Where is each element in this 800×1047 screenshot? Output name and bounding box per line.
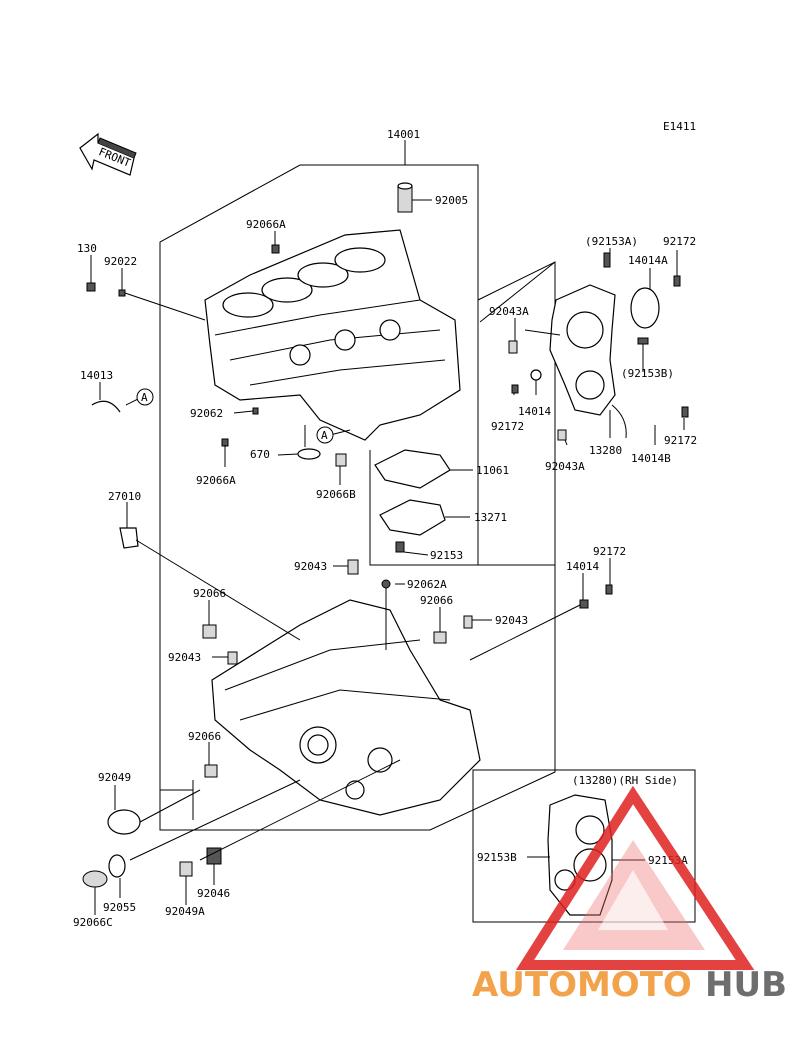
front-arrow-icon: FRONT — [79, 132, 137, 176]
part-label: 92172 — [664, 434, 697, 447]
watermark-logo — [515, 785, 755, 970]
part-label: 14014A — [628, 254, 668, 267]
part-label: 92022 — [104, 255, 137, 268]
svg-text:A: A — [321, 429, 328, 442]
part-label: 92043A — [545, 460, 585, 473]
breather-cover — [374, 449, 451, 553]
part-label: (92153A) — [585, 235, 638, 248]
watermark-part1: AUTOMOTO — [472, 965, 692, 1005]
upper-crankcase — [204, 229, 461, 441]
part-label: 92066 — [420, 594, 453, 607]
part-label: 92062A — [407, 578, 447, 591]
part-label: 92066 — [188, 730, 221, 743]
svg-text:A: A — [141, 391, 148, 404]
part-label: 92043A — [489, 305, 529, 318]
part-label: 13280 — [589, 444, 622, 457]
lower-crankcase — [211, 599, 481, 816]
part-label: 14001 — [387, 128, 420, 141]
part-label: 92066B — [316, 488, 356, 501]
small-parts — [82, 182, 689, 888]
part-label: 14014 — [566, 560, 599, 573]
part-label: 92049 — [98, 771, 131, 784]
rh-cover — [549, 284, 660, 416]
part-label: 130 — [77, 242, 97, 255]
part-label: 92066C — [73, 916, 113, 929]
part-label: 11061 — [476, 464, 509, 477]
watermark-part2: HUB — [705, 965, 787, 1005]
part-label: 14013 — [80, 369, 113, 382]
part-label: 92172 — [491, 420, 524, 433]
part-label: 92046 — [197, 887, 230, 900]
part-label: 670 — [250, 448, 270, 461]
part-label: 92043 — [495, 614, 528, 627]
part-label: (92153B) — [621, 367, 674, 380]
part-label: 14014B — [631, 452, 671, 465]
inset-box: (13280)(RH Side) — [472, 769, 696, 923]
part-label: 92153 — [430, 549, 463, 562]
part-label: 13271 — [474, 511, 507, 524]
ref-marker-a-1: A — [136, 388, 154, 406]
part-label: 14014 — [518, 405, 551, 418]
part-label: 92043 — [168, 651, 201, 664]
part-label: 92172 — [663, 235, 696, 248]
part-label: 92005 — [435, 194, 468, 207]
part-label: 92153B — [477, 851, 517, 864]
leader-lines — [90, 140, 685, 915]
part-label: 92043 — [294, 560, 327, 573]
watermark-text: AUTOMOTO HUB — [472, 965, 787, 1005]
part-label: 92172 — [593, 545, 626, 558]
part-label: 92055 — [103, 901, 136, 914]
part-label: 92049A — [165, 905, 205, 918]
part-label: 92062 — [190, 407, 223, 420]
inset-title: (13280)(RH Side) — [572, 774, 678, 787]
part-label: 27010 — [108, 490, 141, 503]
ref-marker-a-2: A — [316, 426, 334, 444]
part-label: 92066 — [193, 587, 226, 600]
diagram-code: E1411 — [663, 120, 696, 133]
part-label: 92066A — [246, 218, 286, 231]
part-labels: 14001 92005 92066A 130 92022 14013 92062… — [73, 128, 697, 929]
part-label: 92066A — [196, 474, 236, 487]
